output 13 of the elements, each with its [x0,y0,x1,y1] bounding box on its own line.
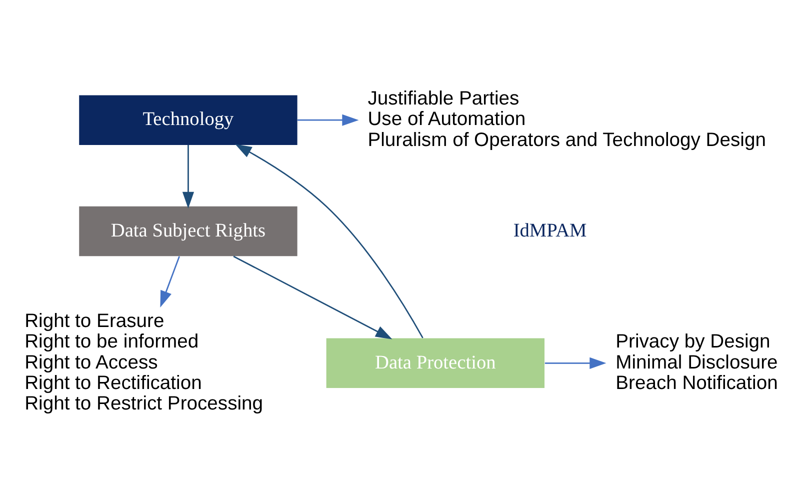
arrow [544,357,606,369]
arrow [233,256,392,340]
node-text: Privacy by Design Minimal Disclosure Breach Notification [616,332,778,394]
node-box: Data Protection [326,338,544,388]
label: IdMPAM [513,220,587,242]
arrow [182,145,194,209]
arrow [235,144,424,338]
node-text: Justifiable Parties Use of Automation Pluralism of Operators and Technology Design [368,88,766,151]
node-box: Data Subject Rights [79,206,298,256]
arrow [297,114,359,126]
node-text: Right to Erasure Right to be informed Right to Access Right to Rectification Right to Restrict Processing [24,310,264,415]
arrow [160,256,180,308]
node-box: Technology [79,95,298,145]
